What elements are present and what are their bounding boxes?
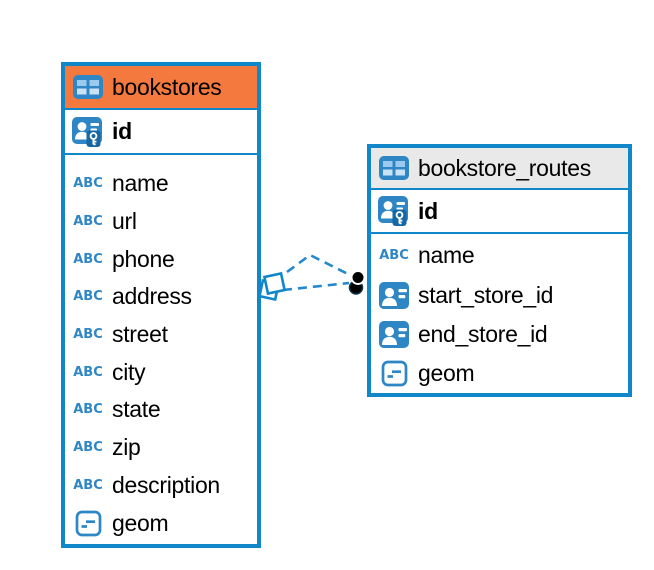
text-type-icon: ABC [73, 402, 103, 418]
primary-key-icon [378, 196, 410, 226]
column-name: phone [112, 245, 175, 272]
column-name: zip [112, 434, 141, 461]
column-row[interactable]: ABC city [65, 353, 257, 391]
column-row[interactable]: geom [65, 504, 257, 542]
column-name: end_store_id [418, 320, 548, 347]
geometry-type-icon [378, 360, 410, 387]
column-row[interactable]: end_store_id [371, 315, 628, 354]
column-name: name [112, 170, 169, 197]
primary-key-row[interactable]: id [371, 190, 628, 234]
column-name: url [112, 208, 137, 235]
column-row[interactable]: ABC address [65, 278, 257, 316]
table-header[interactable]: bookstore_routes [371, 148, 628, 190]
reference-type-icon [378, 281, 410, 309]
column-row[interactable]: ABC url [65, 203, 257, 241]
text-type-icon: ABC [73, 477, 103, 494]
column-row[interactable]: ABC zip [65, 429, 257, 467]
column-name: description [112, 471, 220, 498]
table-icon [378, 156, 410, 180]
column-name: geom [418, 360, 475, 387]
column-row[interactable]: geom [371, 354, 628, 393]
text-type-icon: ABC [73, 326, 103, 343]
column-row[interactable]: ABC name [65, 165, 257, 203]
column-row[interactable]: ABC phone [65, 240, 257, 278]
relationship-diamond-marker[interactable] [257, 271, 287, 302]
relationship-endpoint-dots[interactable] [348, 270, 366, 295]
column-row[interactable]: ABC street [65, 316, 257, 354]
column-row[interactable]: ABC state [65, 391, 257, 429]
table-name: bookstores [112, 73, 222, 100]
primary-key-name: id [112, 118, 132, 144]
column-name: city [112, 358, 146, 385]
text-type-icon: ABC [379, 247, 409, 264]
table-header[interactable]: bookstores [65, 66, 257, 110]
table-icon [72, 75, 104, 99]
column-name: name [418, 242, 475, 269]
table-name: bookstore_routes [418, 154, 591, 181]
column-row[interactable]: ABC name [371, 236, 628, 275]
text-type-icon: ABC [73, 439, 103, 456]
column-row[interactable]: ABC description [65, 467, 257, 505]
column-name: state [112, 396, 161, 423]
relationship-line-upper [286, 253, 351, 277]
column-name: geom [112, 509, 169, 536]
column-name: street [112, 321, 168, 348]
geometry-type-icon [72, 510, 104, 537]
text-type-icon: ABC [73, 175, 103, 192]
text-type-icon: ABC [73, 289, 103, 305]
primary-key-name: id [418, 197, 438, 224]
reference-type-icon [378, 320, 410, 348]
column-name: start_store_id [418, 281, 554, 308]
primary-key-row[interactable]: id [65, 110, 257, 155]
primary-key-icon [72, 116, 104, 147]
relationship-line-lower [282, 281, 350, 292]
column-row[interactable]: start_store_id [371, 275, 628, 314]
text-type-icon: ABC [73, 213, 103, 230]
text-type-icon: ABC [73, 251, 103, 268]
column-name: address [112, 283, 192, 310]
relationship-connector [257, 253, 366, 302]
text-type-icon: ABC [73, 364, 103, 381]
